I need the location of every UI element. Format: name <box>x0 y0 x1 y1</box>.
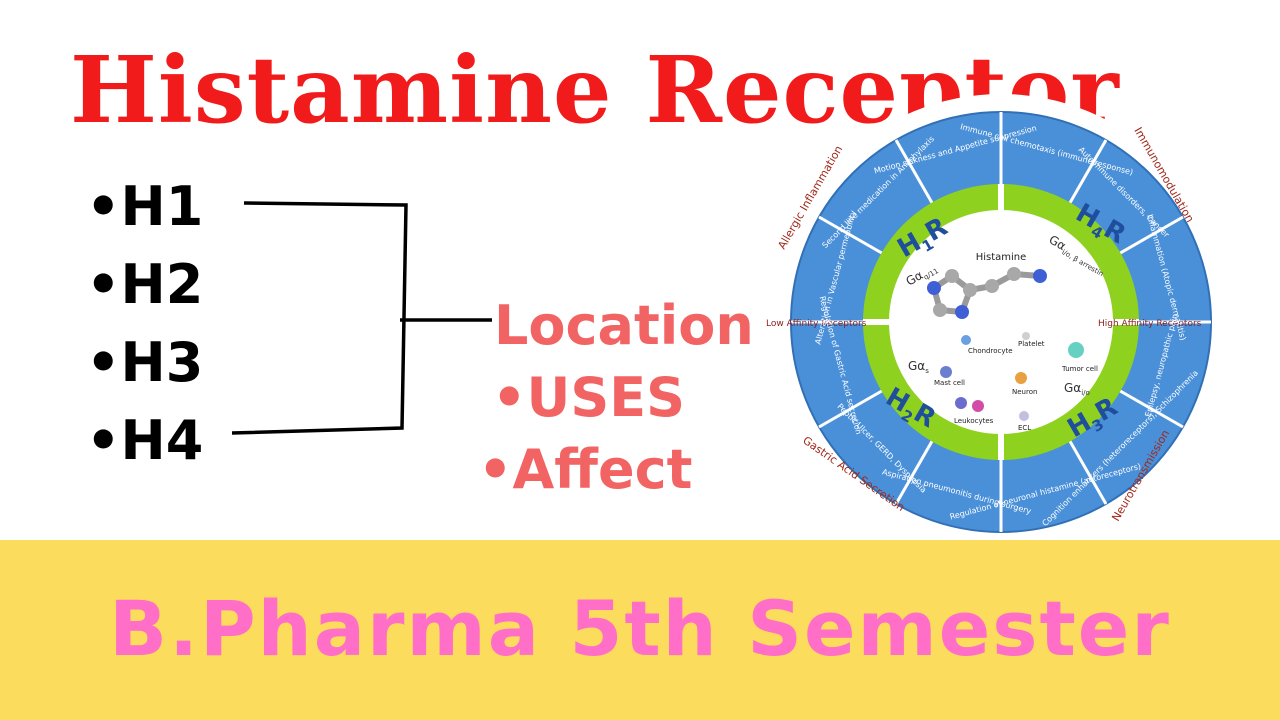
cell-platelet: Platelet <box>1018 340 1045 348</box>
topic-affect: •Affect <box>478 438 693 501</box>
histamine-molecule-icon <box>927 267 1047 319</box>
inner-circle <box>889 210 1113 434</box>
receptor-h2: •H2 <box>86 253 204 316</box>
topic-uses: •USES <box>492 366 686 429</box>
neuron-icon <box>1015 372 1027 384</box>
cell-chondrocyte: Chondrocyte <box>968 347 1013 355</box>
histamine-receptor-diagram: H1R H4R H2R H3R Gαq/11 Gαi/o, β arrestin… <box>766 94 1229 542</box>
receptor-h3: •H3 <box>86 331 204 394</box>
mast-cell-icon <box>940 366 952 378</box>
ecl-icon <box>1019 411 1029 421</box>
chondrocyte-icon <box>961 335 971 345</box>
receptor-h4: •H4 <box>86 409 204 472</box>
h2r-gprotein: Gαs <box>908 359 929 375</box>
footer-banner: B.Pharma 5th Semester <box>0 540 1280 720</box>
h3r-gprotein: Gαi/o <box>1064 381 1090 397</box>
cell-neuron: Neuron <box>1012 388 1037 396</box>
cell-ecl: ECL <box>1018 424 1031 432</box>
tumor-cell-icon <box>1068 342 1084 358</box>
platelet-icon <box>1022 332 1030 340</box>
cell-mast-cell: Mast cell <box>934 379 965 387</box>
leukocyte-icon-2 <box>972 400 984 412</box>
leukocyte-icon <box>955 397 967 409</box>
low-affinity-label: Low Affinity Receptors <box>766 319 867 329</box>
topic-list: Location •USES •Affect <box>478 290 754 506</box>
high-affinity-label: High Affinity Receptors <box>1098 319 1202 329</box>
topic-location: Location <box>494 294 754 357</box>
footer-title: B.Pharma 5th Semester <box>109 584 1171 673</box>
histamine-label: Histamine <box>976 252 1027 263</box>
receptor-list: •H1 •H2 •H3 •H4 <box>86 168 203 480</box>
cell-leukocytes: Leukocytes <box>954 417 994 425</box>
receptor-h1: •H1 <box>86 175 204 238</box>
cell-tumor-cell: Tumor cell <box>1061 365 1098 373</box>
